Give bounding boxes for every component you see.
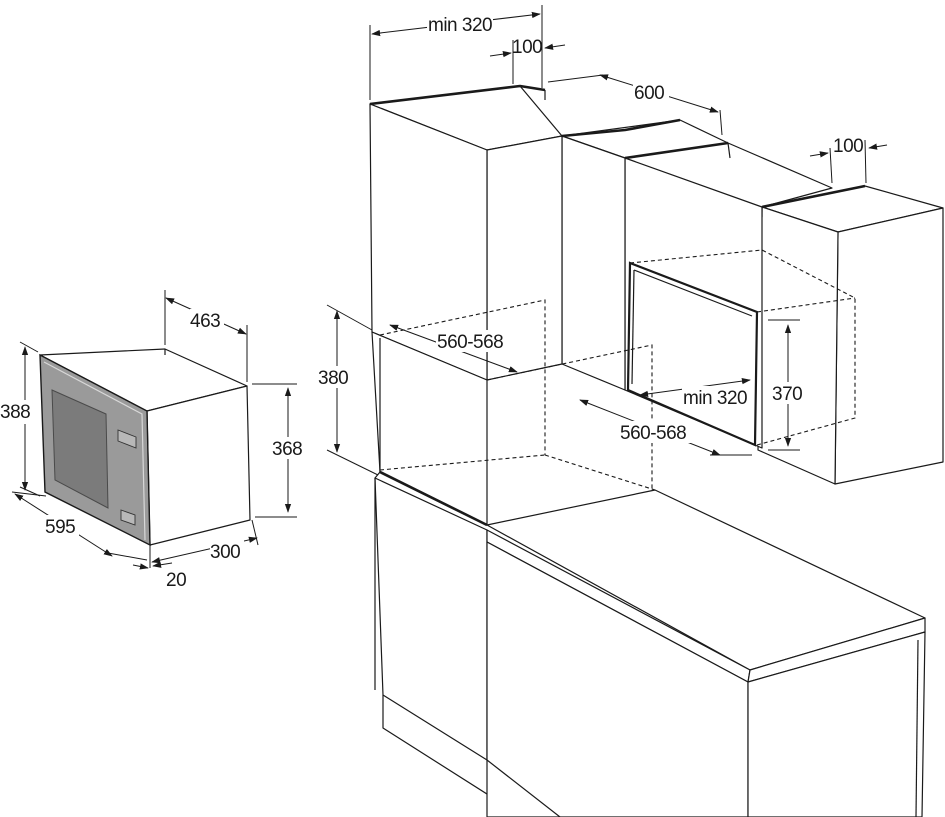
label-cab-depth: 600 <box>634 83 664 104</box>
kitchen-cabinets <box>369 84 944 817</box>
right-wall-cabinet-side <box>834 207 944 485</box>
control-panel-button <box>120 509 136 526</box>
label-mw-height: 388 <box>0 402 30 423</box>
label-cab-min-width: min 320 <box>428 15 492 36</box>
label-mw-inner-height: 368 <box>272 439 302 460</box>
label-mw-width: 595 <box>45 517 75 538</box>
control-panel-display <box>117 429 137 449</box>
label-niche-height-right: 370 <box>772 384 802 405</box>
label-mw-depth: 463 <box>190 311 220 332</box>
label-niche-min-depth: min 320 <box>683 388 747 409</box>
right-wall-cabinet-front <box>757 206 839 485</box>
label-mw-inner-depth: 300 <box>210 542 240 563</box>
base-cabinet-side <box>747 631 926 817</box>
label-mw-panel: 20 <box>166 570 186 591</box>
base-cabinet-front <box>486 541 749 817</box>
label-niche-width-left: 560-568 <box>437 332 503 353</box>
label-niche-width-right: 560-568 <box>620 423 686 444</box>
label-niche-height-left: 380 <box>318 368 348 389</box>
label-cab-gap-top: 100 <box>512 37 542 58</box>
label-cab-right-gap: 100 <box>833 136 863 157</box>
dimension-labels: 388 463 368 595 300 20 min 320 100 600 1… <box>0 12 864 591</box>
tall-cabinet-lower <box>374 477 488 761</box>
